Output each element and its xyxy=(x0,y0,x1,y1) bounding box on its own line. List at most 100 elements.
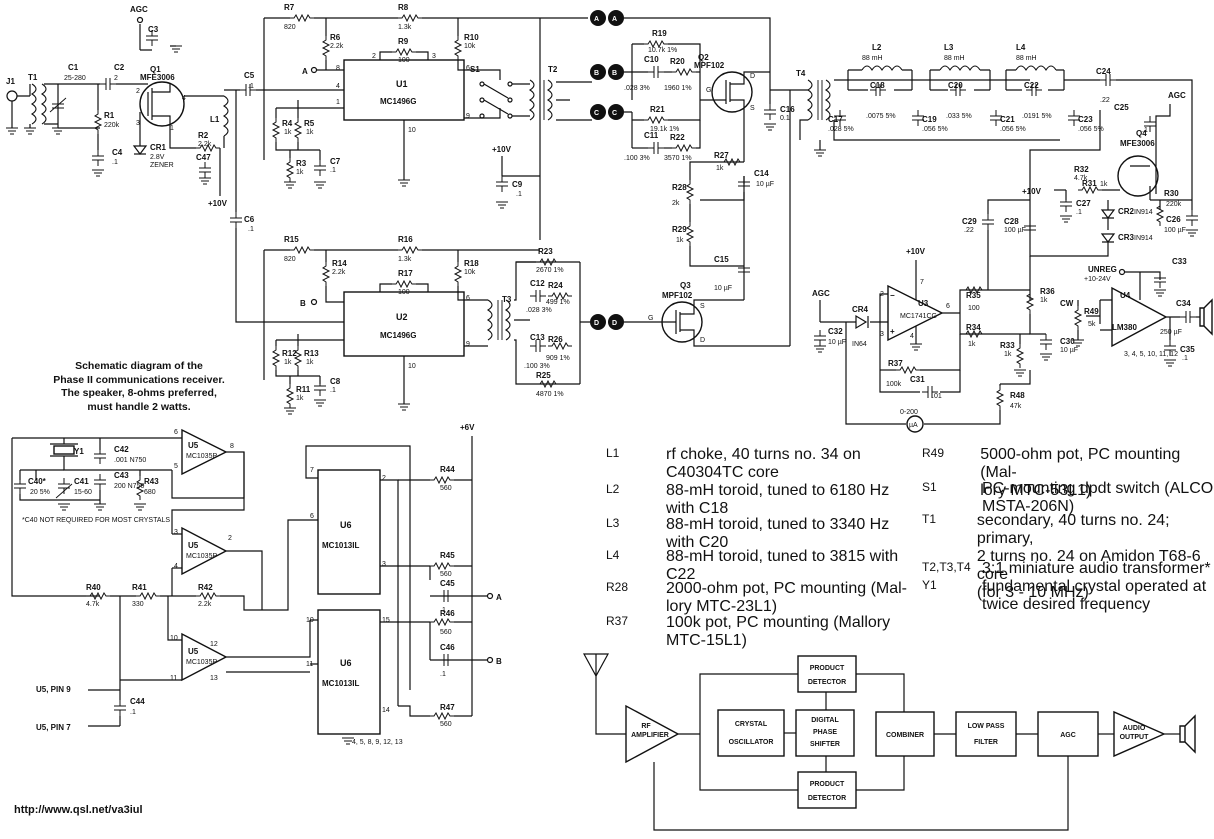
svg-text:3: 3 xyxy=(136,120,140,127)
c46-label: C46 xyxy=(440,643,455,652)
c9-value: .1 xyxy=(516,191,522,198)
r3-label: R3 xyxy=(296,159,307,168)
cw-label: CW xyxy=(1060,299,1074,308)
r25-value: 4870 1% xyxy=(536,391,564,398)
svg-text:7: 7 xyxy=(920,279,924,286)
svg-text:10: 10 xyxy=(408,363,416,370)
svg-text:C: C xyxy=(612,110,617,117)
l3-label: L3 xyxy=(944,43,954,52)
svg-text:D: D xyxy=(750,73,755,80)
c40-note: *C40 NOT REQUIRED FOR MOST CRYSTALS xyxy=(22,517,170,524)
c24-label: C24 xyxy=(1096,67,1111,76)
svg-text:MC1013IL: MC1013IL xyxy=(322,679,359,688)
c6-value: .1 xyxy=(248,226,254,233)
c15-value: 10 µF xyxy=(714,285,732,292)
node-markers: A A B B C C D D xyxy=(590,10,771,330)
svg-text:G: G xyxy=(706,87,711,94)
block-product-detector-bottom xyxy=(797,771,857,809)
c31-label: C31 xyxy=(910,375,925,384)
u5-pin9-label: U5, PIN 9 xyxy=(36,685,71,694)
c6-label: C6 xyxy=(244,215,255,224)
r4-label: R4 xyxy=(282,119,293,128)
q1-agc-label: AGC xyxy=(130,5,148,14)
r40-label: R40 xyxy=(86,583,101,592)
u3-ref: U3 xyxy=(918,299,929,308)
c17-value: .028 5% xyxy=(828,126,854,133)
c4-value: .1 xyxy=(112,159,118,166)
c16-value: 0.1 xyxy=(780,115,790,122)
r21-value: 19.1k 1% xyxy=(650,126,679,133)
c46-value: .1 xyxy=(440,671,446,678)
filter-section: T4 L2 88 mH C18 .0075 5% C17 .028 5% L3 … xyxy=(789,43,1193,346)
svg-text:PHASE: PHASE xyxy=(813,729,837,736)
c27-label: C27 xyxy=(1076,199,1091,208)
l3-value: 88 mH xyxy=(944,55,965,62)
svg-text:3: 3 xyxy=(174,529,178,536)
meter-icon xyxy=(906,415,924,433)
unreg-label: UNREG xyxy=(1088,265,1117,274)
phase-network-top: R19 10.7k 1% C10 .028 3% R20 1960 1% R21… xyxy=(624,29,712,162)
r23-label: R23 xyxy=(538,247,553,256)
t3-label: T3 xyxy=(502,295,512,304)
svg-text:COMBINER: COMBINER xyxy=(886,732,924,739)
svg-text:9: 9 xyxy=(466,113,470,120)
block-low-pass-filter xyxy=(955,711,1017,757)
l2-label: L2 xyxy=(872,43,882,52)
c24-value: .22 xyxy=(1100,97,1110,104)
oscillator-section: Y1 C40* 20 5% C41 15-60 *C40 NOT REQUIRE… xyxy=(11,428,311,732)
q3-part: MPF102 xyxy=(662,291,693,300)
c43-label: C43 xyxy=(114,471,129,480)
osc-node-b: B xyxy=(496,657,502,666)
r48-label: R48 xyxy=(1010,391,1025,400)
caption-line: Phase II communications receiver. xyxy=(53,373,225,386)
cr4-diode xyxy=(855,314,869,330)
c31-value: .01 xyxy=(932,393,942,400)
c3-label: C3 xyxy=(148,25,159,34)
u3-v10-label: +10V xyxy=(906,247,926,256)
svg-text:6: 6 xyxy=(310,513,314,520)
r5-value: 1k xyxy=(306,129,314,136)
l4-label: L4 xyxy=(1016,43,1026,52)
block-diagram: RF AMPLIFIER CRYSTAL OSCILLATOR DIGITAL … xyxy=(582,653,1196,831)
r5-label: R5 xyxy=(304,119,315,128)
r30-value: 220k xyxy=(1166,201,1182,208)
c5-label: C5 xyxy=(244,71,255,80)
r49-value: 5k xyxy=(1088,321,1096,328)
c13-label: C13 xyxy=(530,333,545,342)
caption-line: Schematic diagram of the xyxy=(75,360,203,372)
r29-label: R29 xyxy=(672,225,687,234)
svg-text:6: 6 xyxy=(466,295,470,302)
svg-text:5: 5 xyxy=(174,463,178,470)
svg-text:S: S xyxy=(750,105,755,112)
svg-text:10: 10 xyxy=(306,617,314,624)
svg-text:6: 6 xyxy=(466,65,470,72)
u5c-gate xyxy=(181,632,228,682)
c21-value: .056 5% xyxy=(1000,126,1026,133)
u3-agc-label: AGC xyxy=(812,289,830,298)
agc-section: Q4 MFE3006 AGC C25 .1 +10V R32 4.7k R31 … xyxy=(962,91,1199,290)
source-url: http://www.qsl.net/va3iul xyxy=(14,804,143,816)
r40-value: 4.7k xyxy=(86,601,100,608)
u3-section: U3 MC1741CG −+ 236 +10V 74 AGC CR4 IN64 … xyxy=(812,247,1078,433)
r2-label: R2 xyxy=(198,131,209,140)
r25-label: R25 xyxy=(536,371,551,380)
svg-text:D: D xyxy=(612,320,617,327)
c13-value: .100 3% xyxy=(524,363,550,370)
svg-text:1: 1 xyxy=(170,125,174,132)
r4-value: 1k xyxy=(284,129,292,136)
r19-label: R19 xyxy=(652,29,667,38)
c22-label: C22 xyxy=(1024,81,1039,90)
u1-part: MC1496G xyxy=(380,97,416,106)
r24-label: R24 xyxy=(548,281,563,290)
cr3-label: CR3 xyxy=(1118,233,1135,242)
r31-value: 1k xyxy=(1100,181,1108,188)
q2-section: Q2 MPF102 GDS C16 0.1 R27 1k R28 2k C14 … xyxy=(672,53,795,300)
r1-value: 220k xyxy=(104,122,120,129)
r11-label: R11 xyxy=(296,385,311,394)
r35-value: 100 xyxy=(968,305,980,312)
svg-text:3: 3 xyxy=(880,331,884,338)
r20-label: R20 xyxy=(670,57,685,66)
caption-line: The speaker, 8-ohms preferred, xyxy=(61,387,217,399)
